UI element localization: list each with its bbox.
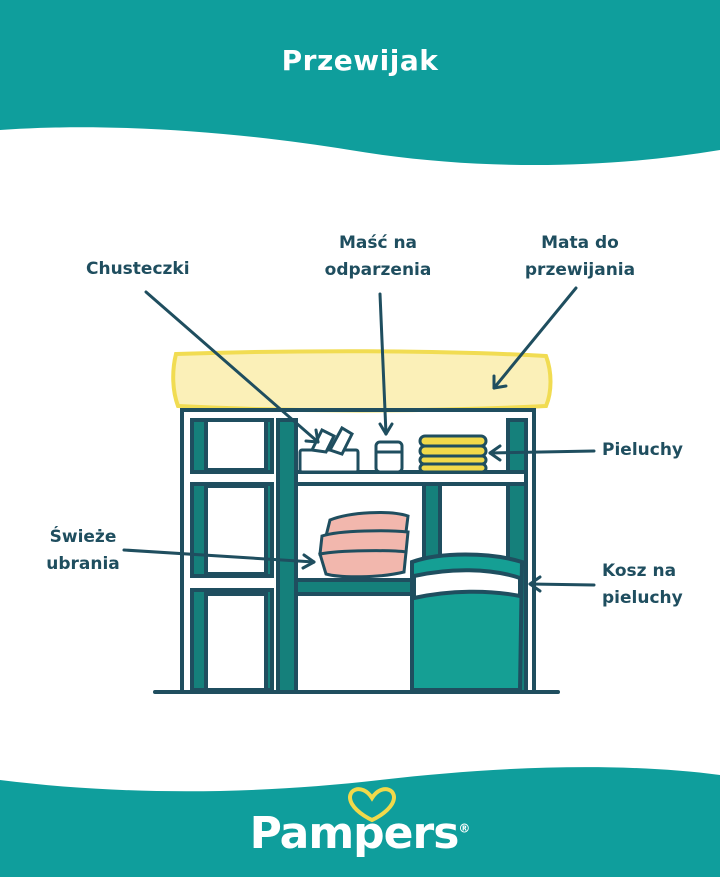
label-clothes-line1: Świeże	[49, 527, 117, 547]
label-mat: Mata do przewijania	[515, 230, 645, 284]
label-ointment: Maść na odparzenia	[318, 230, 438, 284]
label-diapers: Pieluchy	[602, 437, 683, 464]
arrow-bin	[528, 582, 596, 587]
label-clothes: Świeże ubrania	[38, 524, 128, 578]
arrow-mat	[492, 286, 578, 390]
page-title: Przewijak	[281, 44, 439, 77]
arrow-diapers	[488, 449, 596, 455]
pampers-logo-text: Pampers	[249, 808, 460, 859]
footer-band	[0, 767, 720, 877]
label-clothes-line2: ubrania	[46, 554, 120, 574]
diaper-stack	[418, 434, 488, 474]
label-mat-line1: Mata do	[541, 233, 619, 253]
pampers-heart-icon	[348, 787, 396, 823]
label-bin-line1: Kosz na	[602, 561, 677, 581]
arrow-wipes	[144, 290, 320, 444]
label-wipes-text: Chusteczki	[86, 259, 190, 279]
label-bin-line2: pieluchy	[602, 588, 683, 608]
arrow-clothes	[122, 548, 316, 564]
arrow-ointment	[378, 292, 388, 436]
ointment-jar	[374, 440, 404, 474]
diaper-bin	[410, 552, 525, 692]
label-ointment-line1: Maść na	[338, 233, 418, 253]
label-mat-line2: przewijania	[524, 260, 636, 280]
changing-mat	[171, 349, 553, 413]
label-bin: Kosz na pieluchy	[602, 558, 683, 612]
pampers-logo: Pampers®	[0, 808, 720, 859]
header-band	[0, 0, 720, 165]
registered-mark: ®	[458, 821, 471, 836]
wipes-package	[298, 425, 360, 474]
label-ointment-line2: odparzenia	[324, 260, 432, 280]
folded-clothes	[318, 511, 410, 579]
label-wipes: Chusteczki	[86, 256, 190, 283]
callout-arrows	[122, 286, 596, 593]
label-diapers-text: Pieluchy	[602, 440, 684, 460]
